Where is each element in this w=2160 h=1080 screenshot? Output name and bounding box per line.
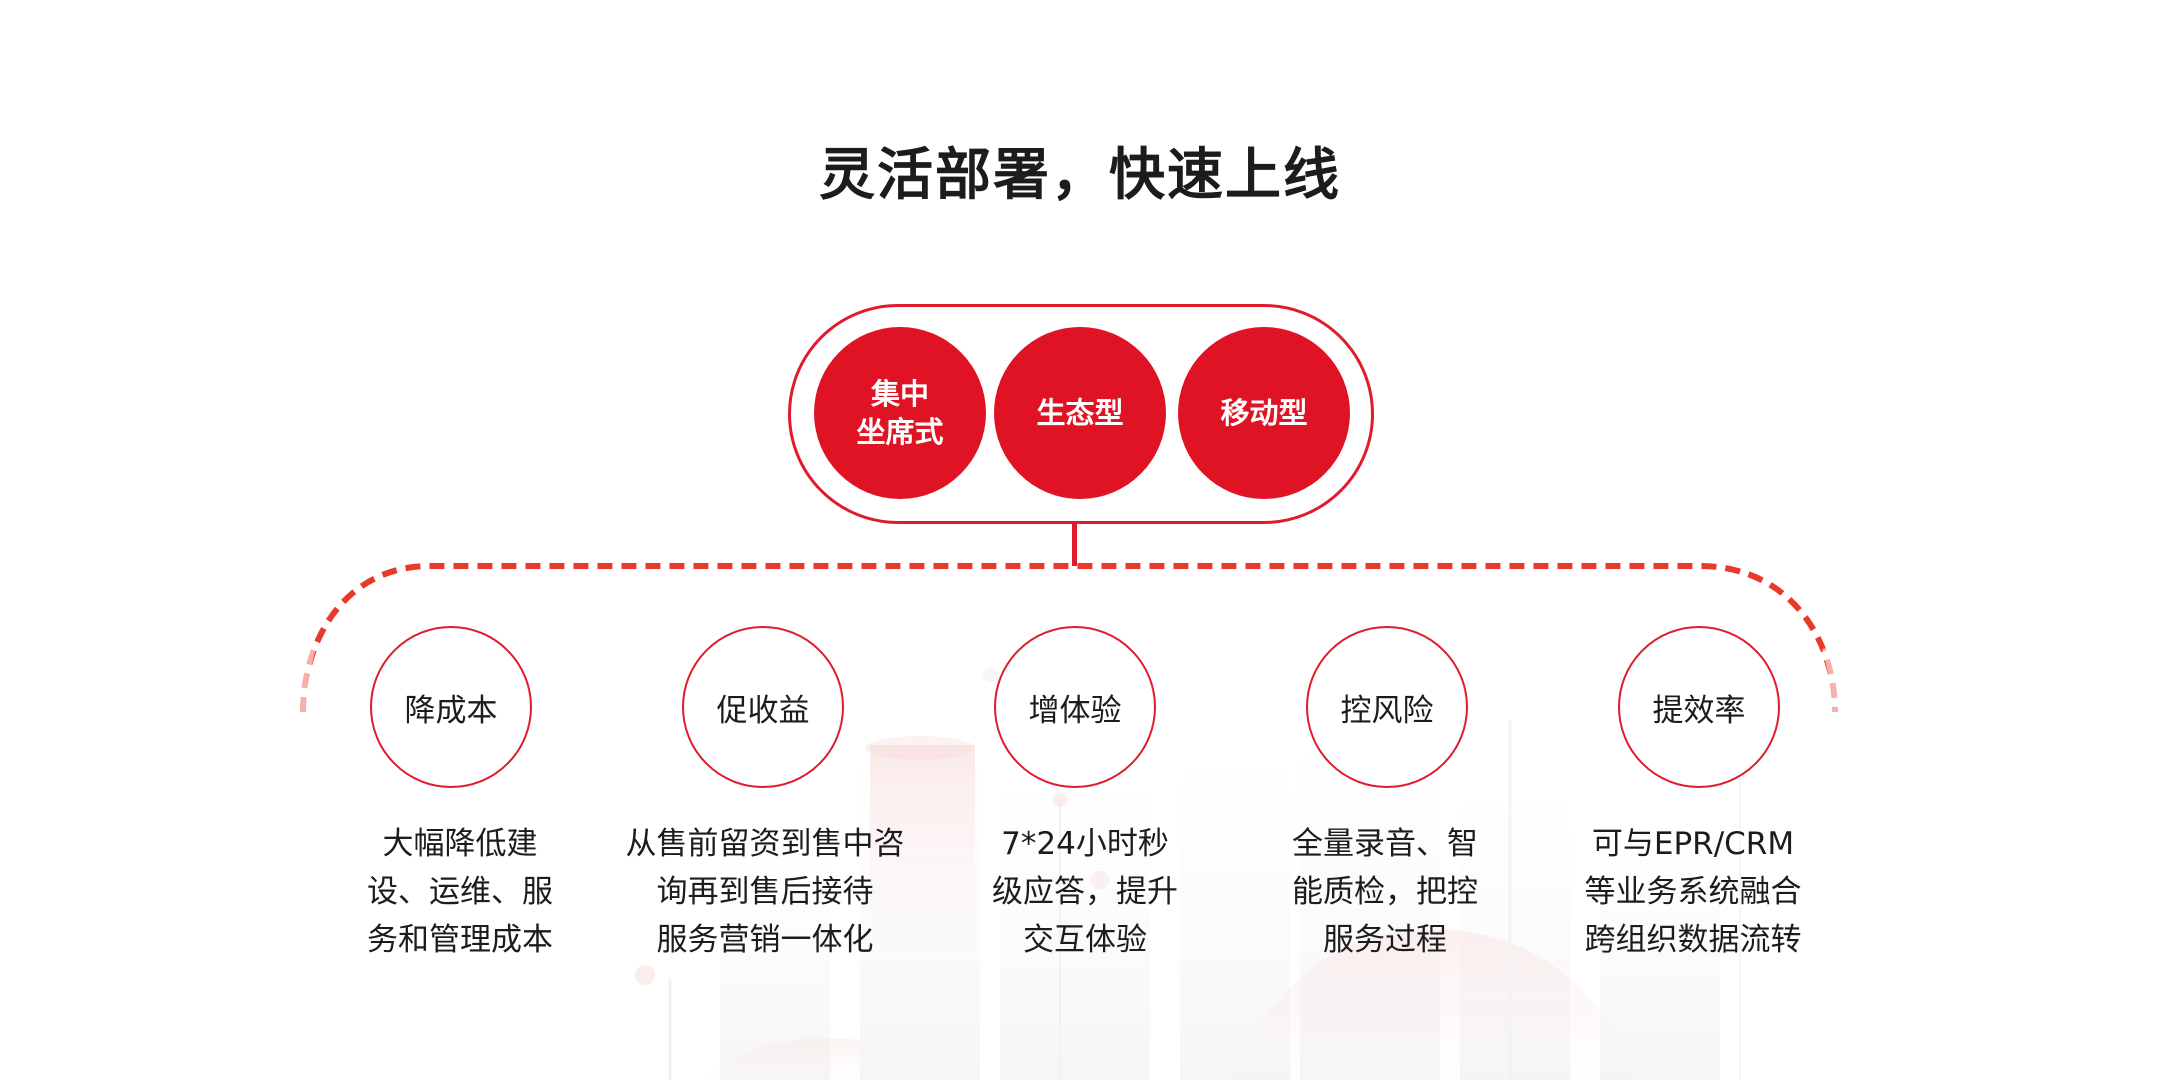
deployment-capsule [788,304,1374,524]
description-line: 服务过程 [1323,922,1447,958]
description-line: 交互体验 [1023,922,1147,958]
description-line: 级应答，提升 [992,874,1178,910]
description-line: 等业务系统融合 [1584,874,1802,910]
description-line: 可与EPR/CRM [1591,826,1795,862]
benefit-description-control-risk: 全量录音、智 能质检，把控 服务过程 [1225,820,1545,964]
description-line: 询再到售后接待 [656,874,874,910]
page-title: 灵活部署，快速上线 [819,143,1341,208]
description-line: 7*24小时秒 [1001,826,1169,862]
mode-ecosystem: 生态型 [994,327,1166,499]
benefit-increase-revenue: 促收益 [682,626,844,788]
benefit-description-reduce-cost: 大幅降低建 设、运维、服 务和管理成本 [300,820,620,964]
vertical-connector [1072,524,1077,566]
benefit-improve-experience: 增体验 [994,626,1156,788]
benefit-improve-efficiency: 提效率 [1618,626,1780,788]
description-line: 务和管理成本 [367,922,553,958]
description-line: 大幅降低建 [382,826,538,862]
description-line: 全量录音、智 [1292,826,1478,862]
mode-centralized-seat: 集中 坐席式 [814,327,986,499]
description-line: 服务营销一体化 [656,922,874,958]
description-line: 设、运维、服 [367,874,553,910]
benefit-control-risk: 控风险 [1306,626,1468,788]
description-line: 从售前留资到售中咨 [625,826,905,862]
description-line: 能质检，把控 [1292,874,1478,910]
benefit-description-increase-revenue: 从售前留资到售中咨 询再到售后接待 服务营销一体化 [605,820,925,964]
mode-mobile: 移动型 [1178,327,1350,499]
description-line: 跨组织数据流转 [1584,922,1802,958]
benefit-reduce-cost: 降成本 [370,626,532,788]
dashed-connector-arc [300,563,1838,713]
skyline-decoration [635,668,1741,1080]
benefit-description-improve-efficiency: 可与EPR/CRM 等业务系统融合 跨组织数据流转 [1533,820,1853,964]
benefit-description-improve-experience: 7*24小时秒 级应答，提升 交互体验 [925,820,1245,964]
